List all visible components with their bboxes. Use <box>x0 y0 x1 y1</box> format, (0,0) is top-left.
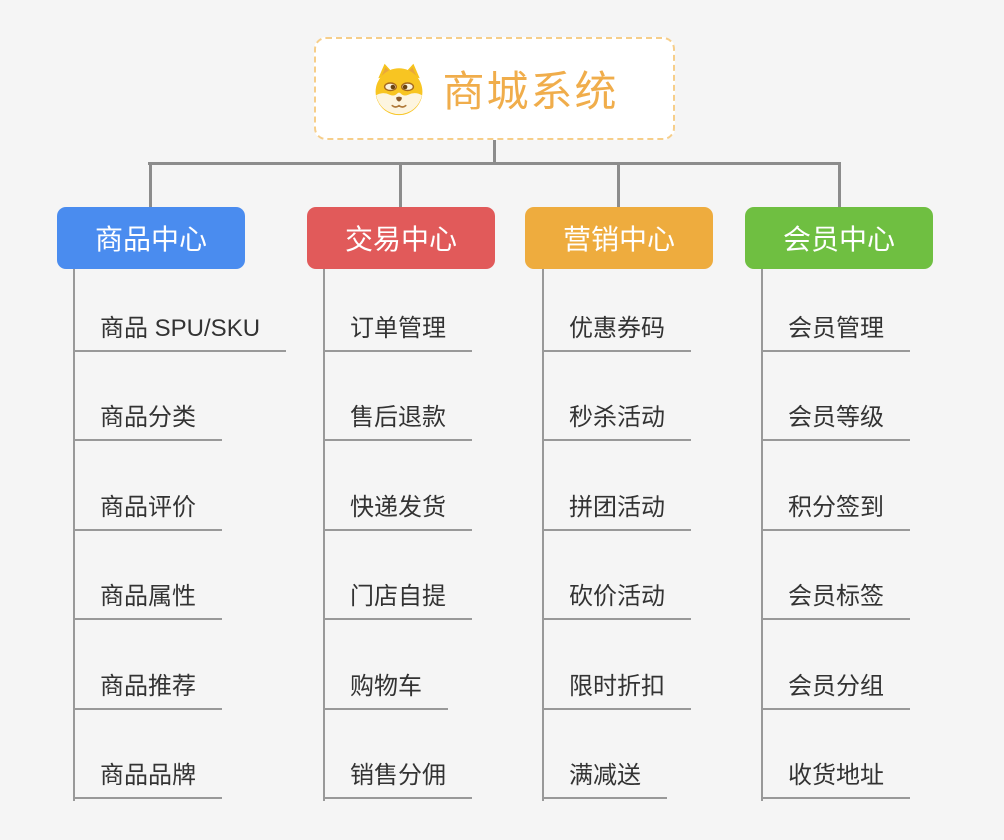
leaf-item[interactable]: 订单管理 <box>323 317 472 352</box>
leaf-item[interactable]: 商品 SPU/SKU <box>73 317 287 352</box>
leaf-item[interactable]: 售后退款 <box>323 406 472 441</box>
branch-label: 商品中心 <box>94 224 207 255</box>
branch-node-transaction-center[interactable]: 交易中心 <box>307 207 495 269</box>
leaf-item[interactable]: 门店自提 <box>323 585 472 620</box>
trunk-line-transaction <box>323 269 325 801</box>
trunk-line-product <box>73 269 75 801</box>
leaf-item[interactable]: 积分签到 <box>761 496 910 531</box>
branch-node-marketing-center[interactable]: 营销中心 <box>525 207 713 269</box>
trunk-line-member <box>761 269 763 801</box>
leaf-item[interactable]: 商品品牌 <box>73 764 222 799</box>
leaf-item[interactable]: 会员等级 <box>761 406 910 441</box>
leaf-item[interactable]: 商品分类 <box>73 406 222 441</box>
leaf-item[interactable]: 购物车 <box>323 675 448 710</box>
leaf-item[interactable]: 商品推荐 <box>73 675 222 710</box>
connector-drop-marketing <box>617 162 620 207</box>
connector-horizontal-bar <box>148 162 841 165</box>
leaf-item[interactable]: 会员分组 <box>761 675 910 710</box>
leaf-item[interactable]: 销售分佣 <box>323 764 472 799</box>
connector-drop-transaction <box>399 162 402 207</box>
trunk-line-marketing <box>542 269 544 801</box>
shiba-dog-icon <box>376 63 423 115</box>
connector-drop-product <box>149 162 152 207</box>
root-label: 商城系统 <box>442 68 619 115</box>
leaf-item[interactable]: 优惠券码 <box>542 317 691 352</box>
leaf-item[interactable]: 快递发货 <box>323 496 472 531</box>
root-node[interactable]: 商城系统 <box>314 37 675 140</box>
leaf-item[interactable]: 会员标签 <box>761 585 910 620</box>
branch-label: 交易中心 <box>344 224 457 255</box>
leaf-item[interactable]: 收货地址 <box>761 764 910 799</box>
connector-root-drop <box>493 140 496 162</box>
leaf-item[interactable]: 拼团活动 <box>542 496 691 531</box>
leaf-item[interactable]: 商品评价 <box>73 496 222 531</box>
leaf-item[interactable]: 砍价活动 <box>542 585 691 620</box>
leaf-item[interactable]: 会员管理 <box>761 317 910 352</box>
leaf-item[interactable]: 商品属性 <box>73 585 222 620</box>
branch-node-product-center[interactable]: 商品中心 <box>57 207 245 269</box>
leaf-item[interactable]: 满减送 <box>542 764 667 799</box>
connector-drop-member <box>838 162 841 207</box>
leaf-item[interactable]: 秒杀活动 <box>542 406 691 441</box>
branch-label: 营销中心 <box>562 224 675 255</box>
branch-node-member-center[interactable]: 会员中心 <box>745 207 933 269</box>
leaf-item[interactable]: 限时折扣 <box>542 675 691 710</box>
branch-label: 会员中心 <box>782 224 895 255</box>
